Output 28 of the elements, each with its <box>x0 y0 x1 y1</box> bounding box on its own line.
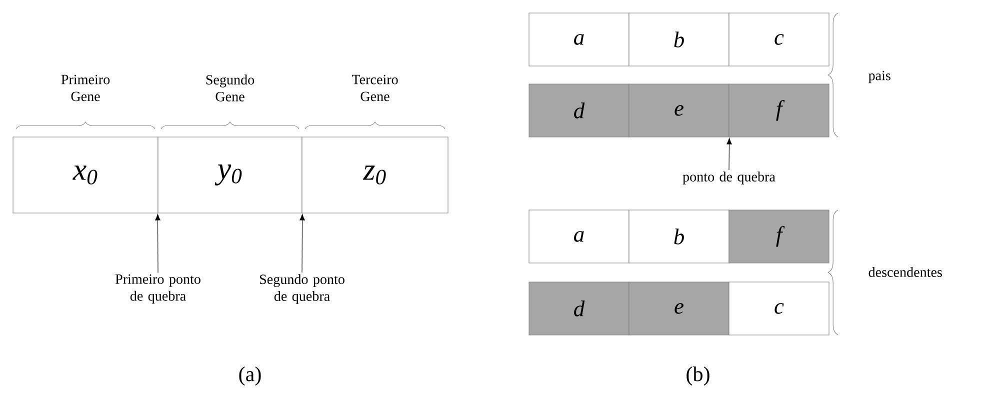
gene-cell: b <box>628 210 730 264</box>
gene-cell: f <box>728 210 830 264</box>
gene-cell: x$_{0}$ <box>12 136 158 214</box>
gene-cell: d <box>528 84 630 138</box>
breakpoint-label: ponto de quebra <box>682 172 776 184</box>
gene-cell: d <box>528 282 630 336</box>
gene-label: Segundo Gene <box>206 74 254 102</box>
arrow <box>155 214 160 273</box>
gene-cell: a <box>528 210 630 264</box>
group-label: descendentes <box>868 267 942 277</box>
gene-cell: a <box>528 12 630 66</box>
breakpoint-label: Segundo ponto de quebra <box>260 274 344 304</box>
gene-cell: c <box>728 12 830 66</box>
gene-cell: y$_{0}$ <box>158 136 302 214</box>
gene-label: Primeiro Gene <box>61 74 110 102</box>
gene-cell: f <box>728 84 830 138</box>
breakpoint-label: Primeiro ponto de quebra <box>115 274 200 304</box>
gene-cell: c <box>728 282 830 336</box>
gene-label: Terceiro Gene <box>352 74 398 102</box>
group-label: pais <box>868 70 890 84</box>
gene-cell: b <box>628 12 730 66</box>
arrow <box>726 138 732 170</box>
arrow <box>300 214 305 273</box>
panel-label: (b) <box>686 366 710 386</box>
gene-cell: e <box>628 84 730 138</box>
gene-cell: z$_{0}$ <box>302 136 448 214</box>
panel-label: (a) <box>239 366 261 386</box>
gene-cell: e <box>628 282 730 336</box>
